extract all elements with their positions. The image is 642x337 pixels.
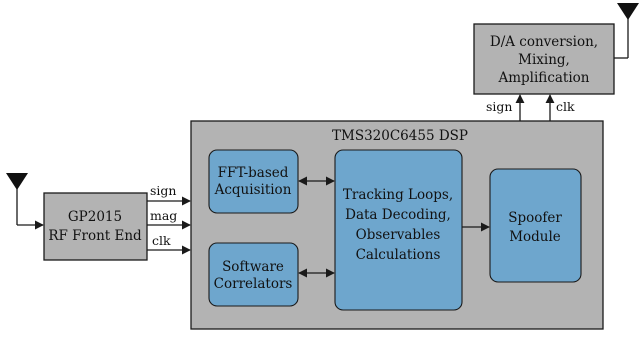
clk-label: clk [152, 233, 171, 248]
antenna-icon [614, 3, 639, 59]
frontend-label-line2: RF Front End [48, 228, 142, 244]
fft-label-line2: Acquisition [214, 182, 292, 198]
fft-acquisition-block [208, 149, 299, 214]
mag-label: mag [150, 208, 177, 223]
tracking-label-line3: Observables [356, 227, 441, 243]
da-label-line2: Mixing, [518, 52, 570, 68]
spoofer-label-line2: Module [509, 229, 561, 245]
frontend-label-line1: GP2015 [68, 209, 122, 225]
correlators-label-line1: Software [222, 259, 284, 275]
da-label-line3: Amplification [497, 70, 589, 86]
da-conversion-box [473, 23, 615, 95]
antenna-icon [6, 173, 44, 230]
tracking-loops-block [334, 149, 463, 311]
correlators-label-line2: Correlators [214, 276, 293, 292]
tracking-label-line2: Data Decoding, [345, 207, 451, 223]
tracking-label-line1: Tracking Loops, [343, 187, 453, 203]
software-correlators-block [208, 242, 299, 307]
spoofer-label-line1: Spoofer [508, 210, 562, 226]
spoofer-module-block [489, 168, 582, 283]
dsp-title: TMS320C6455 DSP [332, 128, 468, 144]
fft-label-line1: FFT-based [218, 165, 289, 181]
rf-frontend-box [43, 192, 148, 261]
sign-label: sign [150, 183, 176, 198]
da-clk-label: clk [556, 99, 575, 114]
da-sign-label: sign [486, 99, 512, 114]
da-label-line1: D/A conversion, [490, 34, 598, 50]
tracking-label-line4: Calculations [356, 247, 441, 263]
